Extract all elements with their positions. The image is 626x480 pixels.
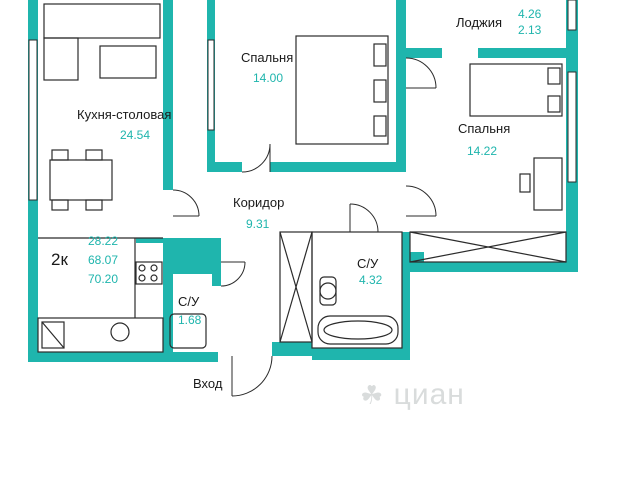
bedroom2-name: Спальня (458, 121, 511, 136)
bath-large-outline (311, 231, 403, 349)
bed-bedroom1 (295, 35, 389, 145)
wall-bath-left (163, 272, 173, 362)
window-loggia (567, 0, 577, 31)
total-area-loggia: 70.20 (88, 272, 119, 286)
loggia-area-full: 4.26 (518, 7, 542, 21)
living-area: 28.22 (88, 234, 119, 248)
doors (172, 57, 437, 397)
loggia-name: Лоджия (456, 15, 503, 30)
windows (28, 0, 577, 201)
bath-large-name: С/У (357, 256, 379, 271)
window-kitchen (28, 39, 38, 201)
dining-table (49, 159, 113, 201)
total-area: 68.07 (88, 253, 119, 267)
wall-loggia-bottom-r (478, 48, 566, 58)
desk (533, 157, 563, 211)
room-count: 2к (51, 250, 68, 269)
kitchen-bottom-cabinet (37, 317, 164, 353)
walls (28, 0, 578, 362)
kitchen-name: Кухня-столовая (77, 107, 172, 122)
watermark: ☘ циан (360, 378, 465, 412)
stove (135, 261, 163, 285)
wall-bedroom1-bottom (207, 162, 242, 172)
kitchen-furniture (41, 3, 163, 349)
bath-small-area: 1.68 (178, 313, 202, 327)
toilet-small (169, 313, 207, 349)
bath-small-name: С/У (178, 294, 200, 309)
window-bedroom2 (567, 71, 577, 183)
window-bedroom1 (207, 39, 215, 131)
wall-bedroom1-bottom-r (270, 162, 404, 172)
wall-entry-bottom (272, 342, 312, 356)
loggia-area-reduced: 2.13 (518, 23, 542, 37)
wall-bath-right (402, 232, 410, 360)
toilet-large (319, 282, 337, 300)
wall-bath-bottom (312, 348, 410, 360)
wall-loggia-bottom (406, 48, 442, 58)
bath-large-area: 4.32 (359, 273, 383, 287)
sofa (43, 3, 161, 39)
loggia-strip (409, 231, 567, 263)
kitchen-area: 24.54 (120, 128, 151, 142)
wall-kitchen-right-small (136, 238, 163, 243)
bathtub (317, 315, 399, 345)
bedroom1-name: Спальня (241, 50, 294, 65)
sanitary (169, 276, 399, 349)
wall-bath-top (163, 270, 221, 274)
wall-kitchen-block (163, 238, 221, 274)
bed-bedroom2 (469, 63, 563, 117)
bedroom1-area: 14.00 (253, 71, 284, 85)
wall-bedroom1-right (396, 0, 406, 172)
interior-lines (37, 231, 567, 353)
wall-bottom-left (28, 352, 218, 362)
watermark-text: циан (393, 378, 465, 411)
corridor-name: Коридор (233, 195, 285, 210)
wall-bath-corridor (212, 238, 221, 286)
washing-machine (110, 322, 130, 342)
wall-right-bottom (410, 262, 578, 272)
coffee-table (99, 45, 157, 79)
bedroom-furniture (295, 35, 563, 211)
cian-logo-icon: ☘ (360, 380, 385, 410)
entrance-label: Вход (193, 376, 223, 391)
bedroom2-area: 14.22 (467, 144, 498, 158)
corridor-area: 9.31 (246, 217, 270, 231)
shower-box (279, 231, 313, 343)
wall-kitchen-corridor (163, 0, 173, 190)
